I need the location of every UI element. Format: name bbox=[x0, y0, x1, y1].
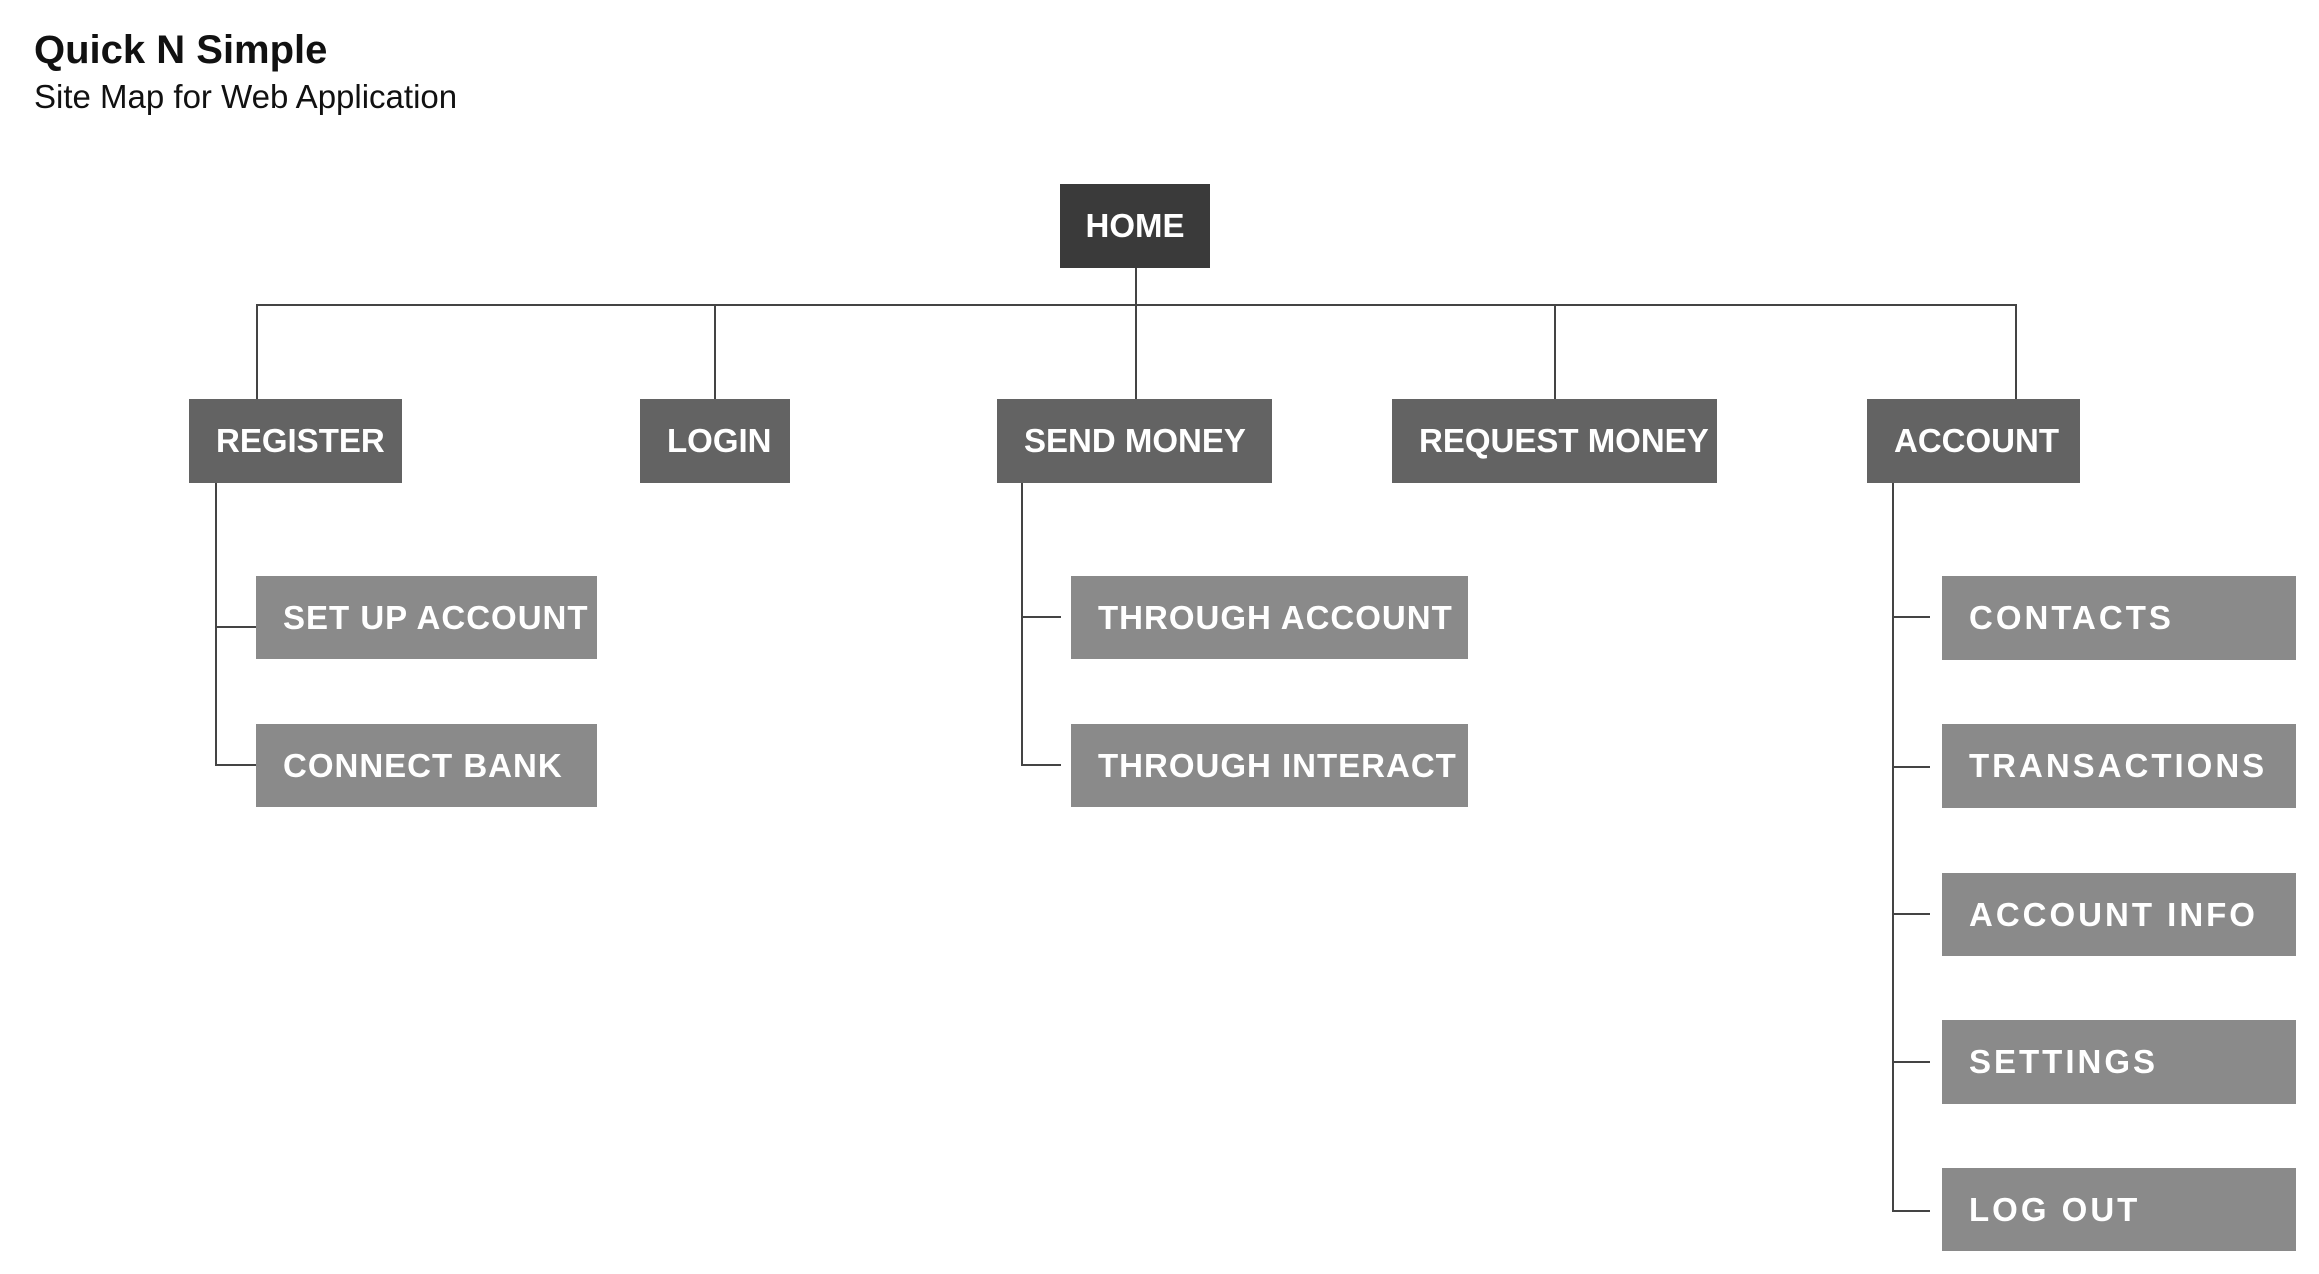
node-settings[interactable]: SETTINGS bbox=[1942, 1020, 2296, 1104]
connector bbox=[1892, 1210, 1930, 1212]
node-through-account[interactable]: THROUGH ACCOUNT bbox=[1071, 576, 1468, 659]
connector bbox=[2015, 304, 2017, 399]
node-connect-bank[interactable]: CONNECT BANK bbox=[256, 724, 597, 807]
node-contacts[interactable]: CONTACTS bbox=[1942, 576, 2296, 660]
connector bbox=[1892, 616, 1930, 618]
connector bbox=[1892, 1061, 1930, 1063]
connector bbox=[256, 304, 258, 399]
node-account-info[interactable]: ACCOUNT INFO bbox=[1942, 873, 2296, 956]
node-register[interactable]: REGISTER bbox=[189, 399, 402, 483]
connector bbox=[1021, 616, 1061, 618]
connector bbox=[1021, 483, 1023, 766]
connector bbox=[256, 304, 2017, 306]
connector bbox=[215, 626, 256, 628]
connector bbox=[1554, 304, 1556, 399]
node-through-interact[interactable]: THROUGH INTERACT bbox=[1071, 724, 1468, 807]
node-log-out[interactable]: LOG OUT bbox=[1942, 1168, 2296, 1251]
connector bbox=[1892, 766, 1930, 768]
node-set-up-account[interactable]: SET UP ACCOUNT bbox=[256, 576, 597, 659]
connector bbox=[215, 483, 217, 766]
connector bbox=[1892, 913, 1930, 915]
connector bbox=[1021, 764, 1061, 766]
node-request-money[interactable]: REQUEST MONEY bbox=[1392, 399, 1717, 483]
page-title: Quick N Simple bbox=[34, 28, 328, 72]
node-send-money[interactable]: SEND MONEY bbox=[997, 399, 1272, 483]
node-login[interactable]: LOGIN bbox=[640, 399, 790, 483]
node-home[interactable]: HOME bbox=[1060, 184, 1210, 268]
page-subtitle: Site Map for Web Application bbox=[34, 78, 458, 115]
connector bbox=[215, 764, 256, 766]
connector bbox=[1892, 483, 1894, 1212]
connector bbox=[1135, 268, 1137, 399]
connector bbox=[714, 304, 716, 399]
node-transactions[interactable]: TRANSACTIONS bbox=[1942, 724, 2296, 808]
node-account[interactable]: ACCOUNT bbox=[1867, 399, 2080, 483]
